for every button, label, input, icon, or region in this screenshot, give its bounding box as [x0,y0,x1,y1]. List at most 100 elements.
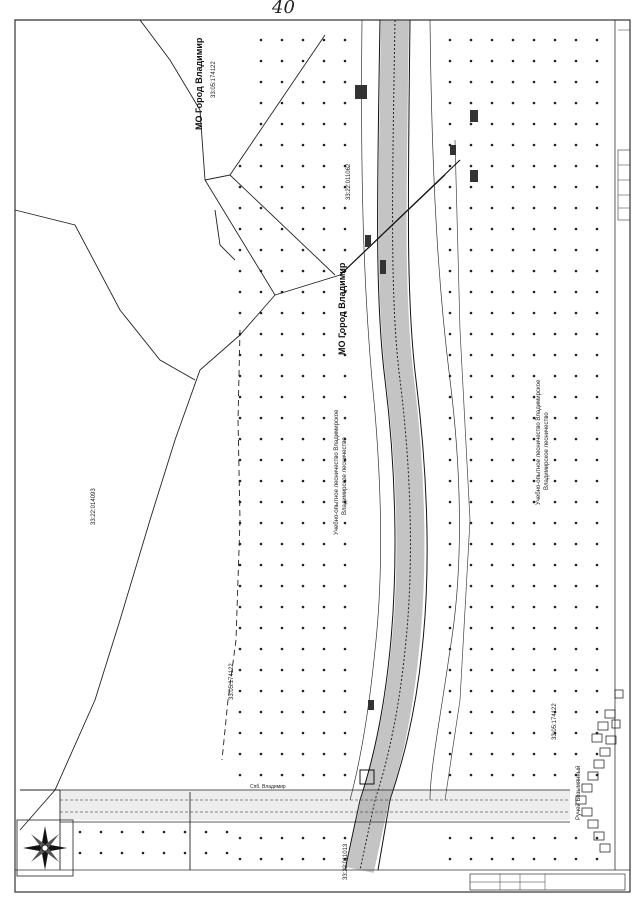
forest-dot [280,500,284,504]
forest-dot [322,269,326,273]
forest-dot [532,122,536,126]
forest-dot [574,227,578,231]
forest-dot [595,185,599,189]
forest-dot [532,773,536,777]
forest-dot [511,500,515,504]
forest-dot [553,710,557,714]
forest-dot [490,647,494,651]
forest-dot [469,836,473,840]
forest-dot [259,248,263,252]
forest-dot [511,395,515,399]
forest-dot [574,206,578,210]
forest-dot [238,458,242,462]
forest-dot [490,374,494,378]
forest-dot [280,101,284,105]
crossing-diagonal [339,159,461,276]
forest-dot [448,395,452,399]
forest-dot [553,605,557,609]
forest-dot [280,248,284,252]
forest-dot [280,479,284,483]
forest-dot [574,353,578,357]
forest-dot [259,857,263,861]
forest-dot [469,290,473,294]
forest-dot [280,416,284,420]
forest-dot [574,773,578,777]
forest-dot [595,80,599,84]
forest-dot [574,122,578,126]
forest-dot [301,437,305,441]
forest-dot [532,857,536,861]
forest-dot [343,164,347,168]
forest-dot [532,479,536,483]
forest-dot [490,521,494,525]
forest-dot [574,311,578,315]
forest-dot [511,101,515,105]
forest-dot [259,458,263,462]
forest-dot [532,668,536,672]
forest-dot [511,626,515,630]
forest-dot [574,38,578,42]
forest-dot [301,206,305,210]
forest-dot [322,836,326,840]
forest-dot [343,479,347,483]
label-cad-bottom: 33:22:011013 [343,843,349,880]
forest-dot [469,668,473,672]
forest-dot [511,857,515,861]
forest-dot [469,143,473,147]
forest-dot [301,605,305,609]
forest-dot [162,851,166,855]
forest-dot [490,752,494,756]
forest-dot [322,374,326,378]
forest-dot [141,830,145,834]
forest-dot [595,479,599,483]
forest-dot [469,752,473,756]
forest-dot [595,584,599,588]
forest-dot [280,857,284,861]
forest-dot [532,80,536,84]
forest-dot [322,122,326,126]
forest-dot [511,731,515,735]
forest-dot [322,647,326,651]
forest-dot [532,353,536,357]
forest-dot [469,395,473,399]
forest-dot [574,395,578,399]
forest-dot [343,857,347,861]
forest-dot [595,122,599,126]
forest-dot [280,227,284,231]
forest-dot [322,710,326,714]
label-cad-left: 33:22:014093 [91,488,97,525]
forest-dot [595,59,599,63]
forest-dot [448,290,452,294]
forest-dot [532,563,536,567]
forest-dot [553,395,557,399]
forest-dot [532,143,536,147]
forest-dot [322,584,326,588]
forest-dot [238,836,242,840]
forest-dot [511,521,515,525]
forest-dot [490,59,494,63]
forest-dot [99,830,103,834]
forest-dot [511,542,515,546]
forest-dot [469,332,473,336]
forest-dot [469,122,473,126]
forest-dot [553,500,557,504]
forest-dot [204,830,208,834]
forest-dot [469,248,473,252]
forest-dot [280,710,284,714]
forest-dot [490,122,494,126]
forest-dot [469,857,473,861]
forest-dot [574,269,578,273]
forest-dot [490,311,494,315]
forest-dot [259,731,263,735]
forest-dot [574,101,578,105]
map-frame [14,19,631,893]
forest-dot [280,395,284,399]
forest-dot [511,710,515,714]
forest-dot [574,500,578,504]
forest-dot [141,851,145,855]
forest-dot [574,836,578,840]
forest-dot [595,206,599,210]
forest-dot [259,416,263,420]
boundary-north [229,34,326,176]
forest-dot [259,500,263,504]
